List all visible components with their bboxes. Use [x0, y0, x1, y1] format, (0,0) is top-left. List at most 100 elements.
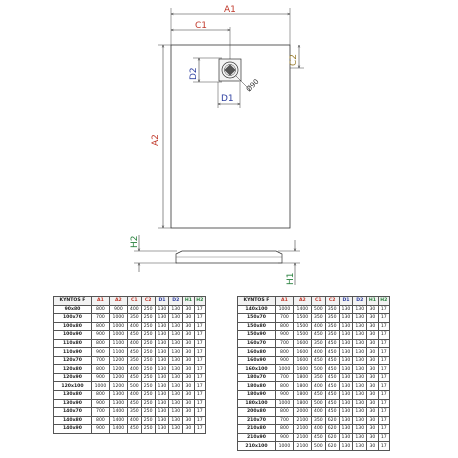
- table-cell: 140x90: [53, 424, 92, 434]
- table-cell: 30: [366, 313, 379, 323]
- table-cell: 17: [377, 381, 391, 391]
- table-cell: 17: [193, 364, 207, 374]
- table-cell: 250: [140, 347, 156, 357]
- table-cell: 1800: [292, 398, 312, 409]
- table-cell: 30: [182, 347, 195, 357]
- table-cell: 130: [168, 364, 184, 374]
- label-a1: A1: [224, 5, 236, 15]
- table-cell: 450: [324, 355, 340, 366]
- table-cell: 500: [126, 381, 142, 391]
- table-cell: 250: [140, 372, 156, 383]
- table-cell: 140x100: [237, 304, 276, 315]
- table-cell: 2000: [292, 407, 312, 417]
- table-cell: 17: [193, 347, 207, 357]
- table-cell: 130: [352, 321, 368, 332]
- table-cell: 30: [366, 381, 379, 391]
- table-cell: 130: [352, 398, 368, 409]
- table-cell: 400: [310, 381, 326, 391]
- table-cell: 700: [274, 313, 294, 323]
- table-cell: 130: [338, 330, 354, 340]
- table-cell: 450: [310, 390, 326, 400]
- table-cell: 17: [193, 372, 207, 383]
- table-cell: 800: [90, 338, 110, 349]
- table-cell: 130: [168, 330, 184, 340]
- table-cell: 210x70: [237, 415, 276, 426]
- column-header: C1: [126, 296, 142, 306]
- table-cell: 17: [193, 415, 207, 426]
- table-cell: 250: [140, 313, 156, 323]
- table-cell: 250: [140, 338, 156, 349]
- table-cell: 30: [366, 432, 379, 443]
- table-cell: 17: [377, 330, 391, 340]
- table-cell: 400: [310, 424, 326, 434]
- table-cell: 800: [90, 304, 110, 315]
- table-cell: 900: [274, 432, 294, 443]
- table-cell: 17: [193, 338, 207, 349]
- table-cell: 150x90: [237, 330, 276, 340]
- table-cell: 17: [193, 381, 207, 391]
- table-cell: 400: [126, 390, 142, 400]
- table-cell: 620: [324, 415, 340, 426]
- table-cell: 130: [168, 398, 184, 409]
- table-cell: 250: [140, 424, 156, 434]
- table-cell: 130: [338, 432, 354, 443]
- table-cell: 450: [126, 347, 142, 357]
- table-cell: 100x70: [53, 313, 92, 323]
- table-cell: 2100: [292, 415, 312, 426]
- table-cell: 700: [90, 313, 110, 323]
- table-cell: 130: [154, 321, 170, 332]
- table-cell: 2100: [292, 432, 312, 443]
- table-cell: 30: [366, 407, 379, 417]
- table-cell: 450: [126, 398, 142, 409]
- table-cell: 17: [377, 432, 391, 443]
- table-cell: 450: [126, 330, 142, 340]
- label-a2: A2: [151, 134, 161, 146]
- table-cell: 17: [193, 304, 207, 315]
- column-header: A2: [108, 296, 128, 306]
- drain-icon: [218, 58, 242, 82]
- table-cell: 100x90: [53, 330, 92, 340]
- table-cell: 500: [310, 398, 326, 409]
- table-cell: 30: [366, 441, 379, 451]
- table-cell: 30: [182, 364, 195, 374]
- table-cell: 130: [338, 415, 354, 426]
- table-cell: 130: [168, 415, 184, 426]
- table-cell: 620: [324, 424, 340, 434]
- table-cell: 450: [324, 372, 340, 383]
- table-cell: 210x90: [237, 432, 276, 443]
- table-cell: 30: [182, 372, 195, 383]
- technical-drawing: A1 C1 C2 A2 D2 D1 H2 H1 Ø90: [130, 5, 304, 285]
- table-cell: 30: [182, 381, 195, 391]
- table-cell: 30: [182, 398, 195, 409]
- table-cell: 30: [182, 304, 195, 315]
- table-cell: 130: [154, 424, 170, 434]
- label-drain: Ø90: [245, 78, 261, 94]
- table-cell: 130: [338, 321, 354, 332]
- table-cell: 450: [324, 398, 340, 409]
- table-cell: 1600: [292, 355, 312, 366]
- table-cell: 620: [324, 441, 340, 451]
- column-header: A1: [274, 296, 294, 306]
- table-cell: 130: [154, 338, 170, 349]
- table-cell: 800: [274, 381, 294, 391]
- label-d1: D1: [221, 94, 234, 104]
- table-cell: 17: [377, 338, 391, 349]
- table-cell: 30: [366, 304, 379, 315]
- table-cell: 350: [126, 355, 142, 366]
- label-c1: C1: [195, 21, 207, 31]
- table-cell: 350: [310, 313, 326, 323]
- table-cell: 30: [366, 321, 379, 332]
- table-cell: 130: [352, 432, 368, 443]
- table-cell: 500: [310, 364, 326, 374]
